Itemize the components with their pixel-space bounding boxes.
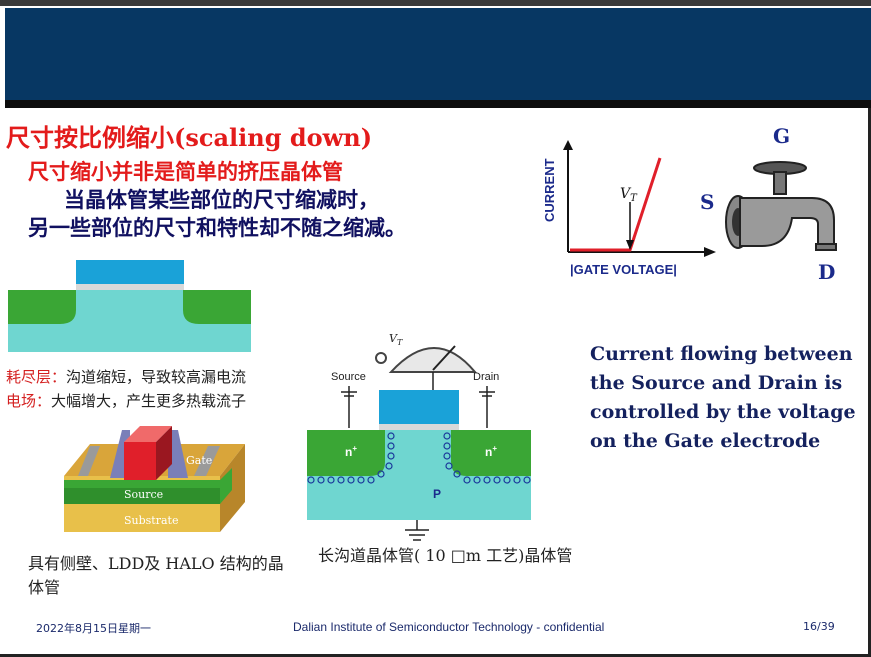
spacer-right [168,430,188,478]
long-gate [379,390,459,424]
slide-right-border [868,108,871,657]
slide-title: 尺寸按比例缩小(scaling down) [6,123,373,152]
drain-well [183,290,251,324]
metal-left [78,446,100,476]
subtitle-red: 尺寸缩小并非是简单的挤压晶体管 [28,160,343,184]
caption-long-channel: 长沟道晶体管( 10 □m 工艺)晶体管 [318,546,573,565]
long-gate-oxide [379,424,459,430]
depletion-text: 沟道缩短，导致较高漏电流 [66,368,247,386]
depletion-note: 耗尽层：沟道缩短，导致较高漏电流 [6,366,246,387]
gate-block [76,260,184,284]
explanation-text: Current flowing between the Source and D… [590,343,856,452]
x-axis-label: |GATE VOLTAGE| [570,262,677,277]
faucet-stem [773,171,787,195]
mos-2d-diagram [8,260,251,352]
gate-label: Gate [186,454,212,467]
depletion-label: 耗尽层： [6,368,67,386]
source-label: Source [124,488,163,501]
source-well [8,290,76,324]
faucet-body [739,197,835,249]
threshold-label: VT [620,186,638,204]
meter-knob [375,352,387,364]
faucet-label-s: S [700,190,715,214]
window-top-bar [0,0,871,6]
banner-divider [5,100,871,108]
field-text: 大幅增大，产生更多热载流子 [51,392,247,410]
drain-terminal-label: Drain [473,371,499,383]
n-right-label: n+ [485,444,497,459]
vt-label: VT [389,332,403,347]
gate-poly [124,442,156,480]
y-axis-label: CURRENT [542,158,557,222]
field-label: 电场： [6,392,52,410]
n-drain-region [451,430,531,476]
substrate-label: Substrate [124,514,178,527]
subtitle-line-3: 另一些部位的尺寸和特性却不随之缩减。 [28,216,406,240]
faucet-icon [725,161,837,251]
p-label: P [433,487,441,501]
gate-side [156,426,172,480]
vt-meter [388,347,478,373]
depletion-charges [307,432,531,484]
transistor-3d-diagram: Gate Source Substrate [64,426,245,532]
n-source-region [307,430,385,476]
iv-curve [570,157,662,252]
y-axis-arrow [563,140,573,150]
faucet-spout-tip [815,243,837,251]
footer-center: Dalian Institute of Semiconductor Techno… [293,620,605,634]
x-axis-arrow [704,247,716,257]
gate-oxide [76,284,184,290]
threshold-arrowhead [626,240,634,250]
n-left-label: n+ [345,444,357,459]
source-terminal-label: Source [331,371,366,383]
slide-bottom-border [0,654,871,657]
title-banner [5,8,871,101]
caption-3d-transistor: 具有侧壁、LDD及 HALO 结构的晶体管 [28,554,284,597]
long-channel-diagram: VT Source Drain n+ n+ P [307,332,531,541]
metal-right [194,446,220,476]
substrate-side [220,444,245,532]
meter-needle [432,345,456,371]
field-note: 电场：大幅增大，产生更多热载流子 [6,390,246,411]
footer-date: 2022年8月15日星期一 [36,622,151,635]
faucet-label-g: G [773,124,791,148]
iv-curve-sketch: CURRENT |GATE VOLTAGE| VT [542,140,716,277]
faucet-label-d: D [818,260,836,284]
diffusion-front [64,488,220,504]
subtitle-line-2: 当晶体管某些部位的尺寸缩减时， [64,188,379,212]
footer-page-number: 16/39 [803,620,835,633]
